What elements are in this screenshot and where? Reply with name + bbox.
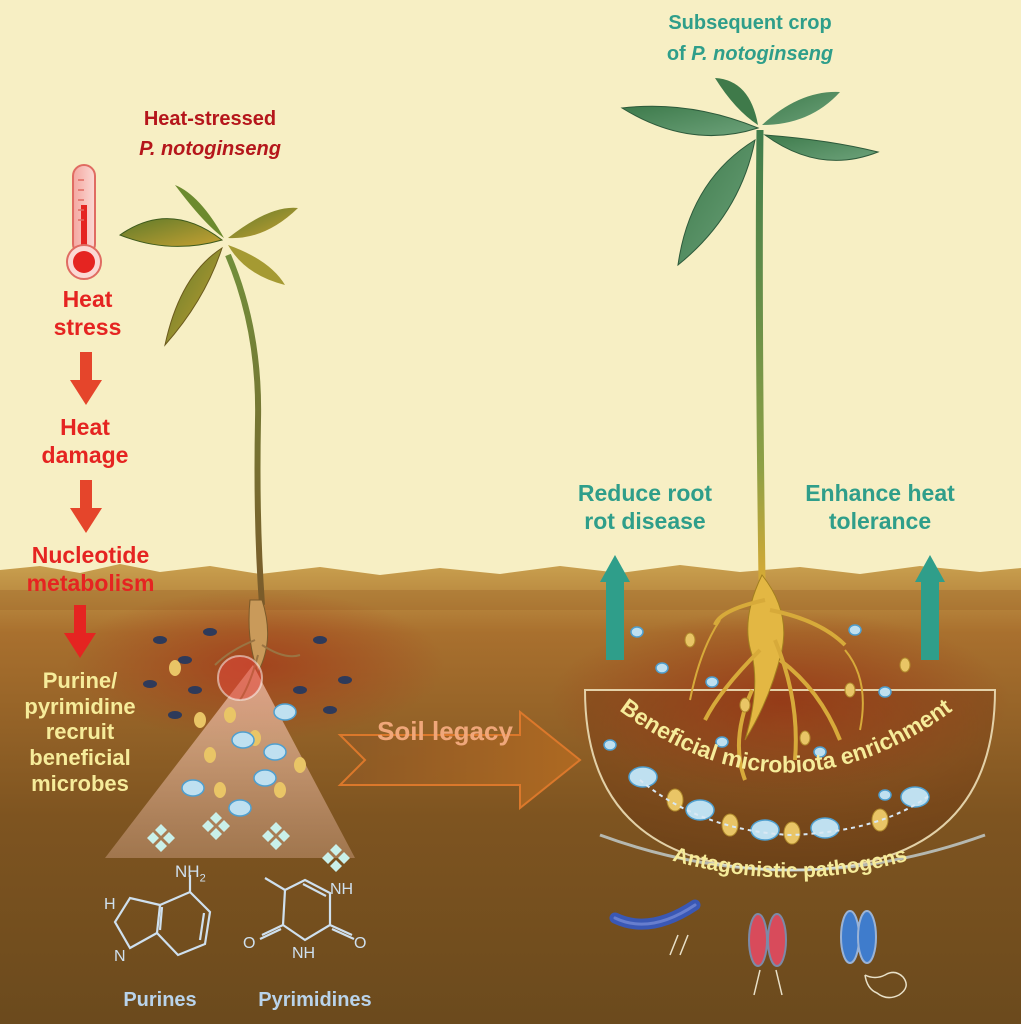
left-plant-title: Heat-stressed P. notoginseng	[139, 108, 281, 160]
purine-nh2-label: NH2	[175, 862, 206, 885]
purine-recruit-label: Purine/ pyrimidine recruit beneficial mi…	[24, 668, 136, 796]
soil-legacy-label: Soil legacy	[377, 716, 513, 746]
purine-structure	[113, 875, 212, 957]
pyrimidine-o-left-label: O	[243, 935, 256, 952]
pyrimidine-structure	[259, 877, 355, 942]
purine-n-label: N	[114, 948, 126, 965]
pyrimidine-nh-top-label: NH	[330, 881, 354, 898]
pyrimidines-label: Pyrimidines	[258, 989, 372, 1011]
right-plant-title: Subsequent crop of P. notoginseng	[666, 12, 834, 65]
purines-label: Purines	[123, 989, 197, 1011]
pyrimidine-nh-bottom-label: NH	[292, 945, 316, 962]
pyrimidine-o-right-label: O	[354, 935, 367, 952]
purine-h-label: H	[104, 896, 116, 913]
